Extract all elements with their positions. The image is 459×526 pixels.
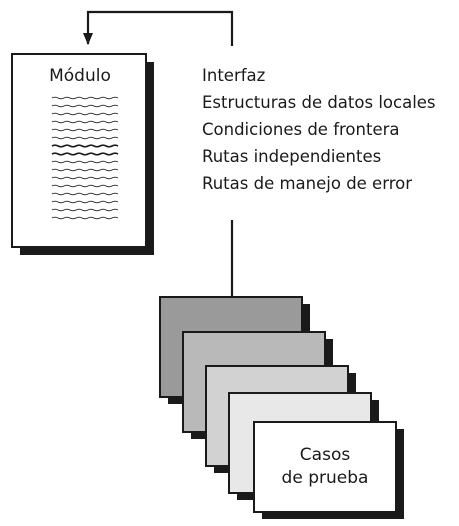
feedback-arrow xyxy=(83,10,234,46)
aspect-item: Rutas de manejo de error xyxy=(202,174,412,193)
code-line xyxy=(51,176,119,180)
test-case-card-front: Casos de prueba xyxy=(253,421,404,519)
code-line xyxy=(51,160,119,164)
code-line xyxy=(51,96,119,100)
aspects-list: Interfaz Estructuras de datos locales Co… xyxy=(202,66,436,193)
code-line xyxy=(51,104,119,108)
code-line xyxy=(51,128,119,132)
test-cases-label-line2: de prueba xyxy=(282,468,369,488)
code-line xyxy=(51,184,119,188)
aspect-item: Estructuras de datos locales xyxy=(202,93,436,112)
code-line xyxy=(51,216,119,220)
code-line xyxy=(51,136,119,140)
module-page xyxy=(11,53,147,248)
code-line xyxy=(51,152,119,156)
code-line xyxy=(51,200,119,204)
code-line xyxy=(51,144,119,148)
module-code-lines xyxy=(51,96,119,220)
code-line xyxy=(51,168,119,172)
aspect-item: Rutas independientes xyxy=(202,147,381,166)
aspect-item: Condiciones de frontera xyxy=(202,120,400,139)
code-line xyxy=(51,112,119,116)
code-line xyxy=(51,120,119,124)
module-document: Módulo xyxy=(11,53,154,255)
aspect-item: Interfaz xyxy=(202,66,265,85)
test-case-stack: Casos de prueba xyxy=(159,296,404,519)
code-line xyxy=(51,208,119,212)
code-line xyxy=(51,192,119,196)
test-cases-label-line1: Casos xyxy=(300,445,351,465)
module-title: Módulo xyxy=(49,66,111,86)
